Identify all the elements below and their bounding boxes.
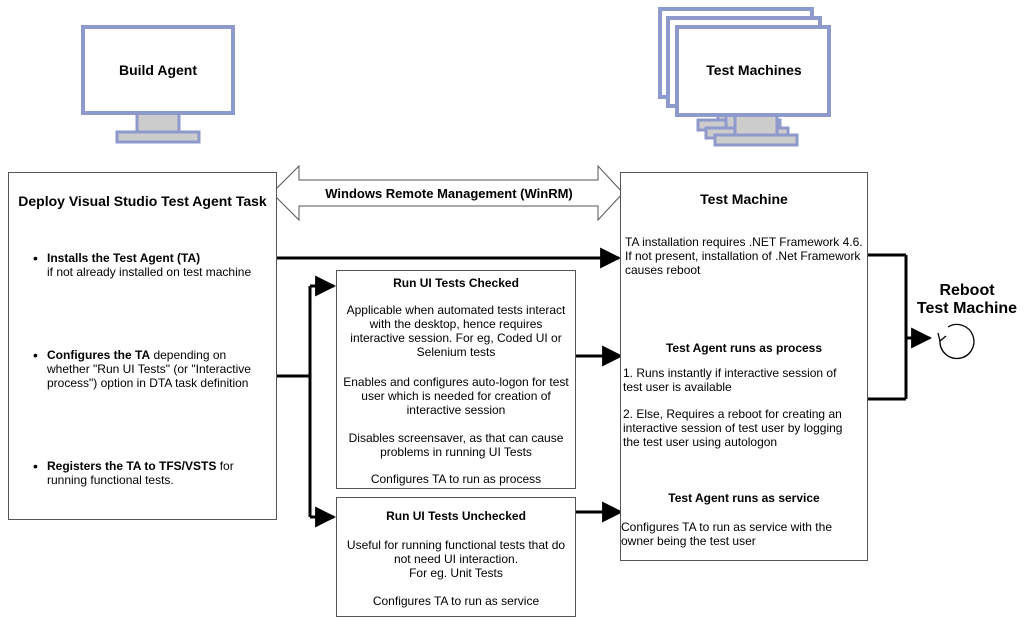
deploy-task-box: Deploy Visual Studio Test Agent Task Ins… <box>8 172 277 520</box>
deploy-item-install: Installs the Test Agent (TA) if not alre… <box>33 251 269 279</box>
deploy-item-register-rest: for running functional tests. <box>47 459 234 487</box>
run-ui-checked-text-4: Configures TA to run as process <box>370 472 542 486</box>
deploy-task-title: Deploy Visual Studio Test Agent Task <box>18 193 267 209</box>
run-ui-unchecked-text-2: For eg. Unit Tests <box>409 566 503 580</box>
run-ui-checked-text-3: Disables screensaver, as that can cause … <box>348 431 564 459</box>
deploy-item-install-bold: Installs the Test Agent (TA) <box>47 251 201 265</box>
reboot-label-line1: Reboot <box>939 282 995 299</box>
run-ui-checked-text-1: Applicable when automated tests interact… <box>346 303 566 359</box>
reboot-label: Reboot Test Machine <box>910 282 1024 318</box>
process-item-1: 1. Runs instantly if interactive session… <box>623 366 837 394</box>
deploy-item-configure: Configures the TA depending on whether "… <box>33 348 269 390</box>
run-ui-unchecked-text-1: Useful for running functional tests that… <box>346 538 566 566</box>
deploy-item-configure-bold: Configures the TA <box>47 348 151 362</box>
build-agent-label: Build Agent <box>118 62 198 78</box>
service-heading: Test Agent runs as service <box>668 491 820 505</box>
service-text: Configures TA to run as service with the… <box>621 520 832 548</box>
reboot-bracket-connector <box>866 253 933 401</box>
winrm-label: Windows Remote Management (WinRM) <box>325 186 573 201</box>
test-machines-monitors-icon <box>658 7 831 147</box>
process-heading: Test Agent runs as process <box>665 341 823 355</box>
deploy-item-register: Registers the TA to TFS/VSTS for running… <box>33 459 269 487</box>
run-ui-checked-box: Run UI Tests Checked Applicable when aut… <box>336 270 576 489</box>
run-ui-unchecked-box: Run UI Tests Unchecked Useful for runnin… <box>336 497 576 617</box>
run-ui-unchecked-title: Run UI Tests Unchecked <box>386 509 526 523</box>
run-ui-checked-title: Run UI Tests Checked <box>393 276 519 290</box>
deploy-item-register-bold: Registers the TA to TFS/VSTS <box>47 459 217 473</box>
reboot-label-line2: Test Machine <box>916 300 1018 317</box>
build-agent-monitor-icon <box>81 25 235 144</box>
deploy-item-install-rest: if not already installed on test machine <box>47 265 252 279</box>
test-machines-label: Test Machines <box>706 62 802 78</box>
run-ui-unchecked-text-3: Configures TA to run as service <box>372 594 540 608</box>
test-machine-install-note: TA installation requires .NET Framework … <box>625 235 863 277</box>
deploy-item-configure-rest: depending on whether "Run UI Tests" (or … <box>47 348 251 390</box>
run-ui-checked-text-2: Enables and configures auto-logon for te… <box>343 375 569 417</box>
process-item-2: 2. Else, Requires a reboot for creating … <box>623 407 843 449</box>
configure-branch-connector <box>275 275 337 528</box>
reboot-cycle-icon <box>937 323 975 360</box>
test-machine-box: Test Machine TA installation requires .N… <box>620 172 868 561</box>
test-machine-title: Test Machine <box>700 191 788 207</box>
